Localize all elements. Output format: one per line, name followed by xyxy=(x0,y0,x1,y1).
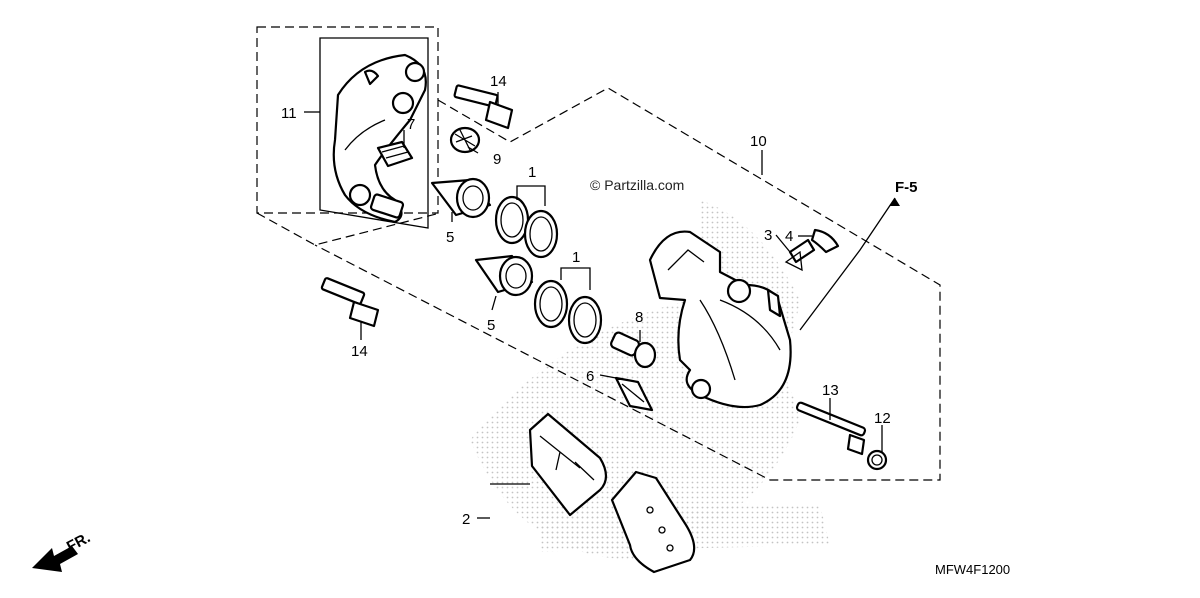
pad-spring-part xyxy=(376,140,414,168)
piston-seals-upper-part xyxy=(494,195,559,259)
flange-bolt-upper-part xyxy=(453,84,514,130)
callout-6: 6 xyxy=(586,368,594,385)
pad-pin-part xyxy=(795,401,867,456)
bleeder-cap-part xyxy=(810,228,840,254)
bracket-assembly-boundary-lower xyxy=(256,212,441,246)
callout-5-upper: 5 xyxy=(446,229,454,246)
bracket-assembly-boundary xyxy=(256,26,439,214)
front-direction-arrow-icon: FR. xyxy=(32,529,93,572)
callout-5-lower: 5 xyxy=(487,317,495,334)
callout-1-lower: 1 xyxy=(572,249,580,266)
caliper-bracket-part xyxy=(332,53,427,224)
piston-lower-part xyxy=(474,254,534,297)
brake-pad-inner-part xyxy=(610,470,696,574)
callout-11: 11 xyxy=(281,105,297,122)
callout-14-upper: 14 xyxy=(490,73,507,90)
callout-4: 4 xyxy=(785,228,793,245)
caliper-body-part xyxy=(648,230,792,409)
callout-12: 12 xyxy=(874,410,891,427)
callout-2: 2 xyxy=(462,511,470,528)
callout-7: 7 xyxy=(407,116,415,133)
callout-10: 10 xyxy=(750,133,767,150)
pad-retainer-part xyxy=(614,376,654,412)
reference-f5: F-5 xyxy=(895,179,918,196)
partzilla-watermark: © Partzilla.com xyxy=(590,177,684,193)
callout-14-lower: 14 xyxy=(351,343,368,360)
callout-8: 8 xyxy=(635,309,643,326)
leader-lines xyxy=(304,92,900,519)
pad-pin-plug-part xyxy=(866,449,888,471)
brake-pad-outer-part xyxy=(528,412,608,517)
callout-13: 13 xyxy=(822,382,839,399)
bracket-inner-boundary xyxy=(319,37,429,229)
callout-1-upper: 1 xyxy=(528,164,536,181)
callout-9: 9 xyxy=(493,151,501,168)
piston-upper-part xyxy=(430,177,492,219)
caliper-assembly-boundary xyxy=(314,87,941,481)
piston-seals-lower-part xyxy=(533,279,603,345)
flange-bolt-lower-part xyxy=(320,277,380,328)
pin-plug-part xyxy=(610,331,657,369)
callout-3: 3 xyxy=(764,227,772,244)
boot-part xyxy=(449,126,481,154)
diagram-code: MFW4F1200 xyxy=(935,562,1010,577)
bleeder-screw-part xyxy=(784,238,816,272)
